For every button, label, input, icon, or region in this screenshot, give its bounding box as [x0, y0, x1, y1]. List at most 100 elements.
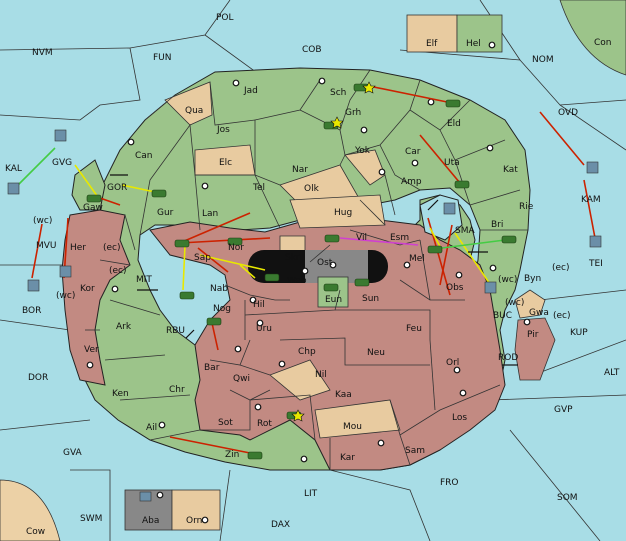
label-Jad: Jad [243, 86, 258, 96]
order-arrows [14, 84, 596, 454]
label-DAX: DAX [271, 520, 290, 530]
label-Pir: Pir [527, 330, 539, 340]
coast-Kor-ec: (ec) [109, 266, 127, 276]
label-Con: Con [594, 38, 612, 48]
label-Qwi: Qwi [233, 374, 250, 384]
label-Nog: Nog [213, 304, 231, 314]
label-Nil: Nil [315, 370, 327, 380]
label-SMA: SMA [455, 226, 475, 236]
region-Elf[interactable] [406, 14, 458, 53]
label-Hug: Hug [334, 208, 352, 218]
region-Gwa[interactable] [514, 289, 546, 319]
label-Feu: Feu [406, 324, 422, 334]
label-Chp: Chp [298, 347, 316, 357]
label-Ost: Ost [317, 258, 333, 268]
coast-Gwa-ec: (ec) [553, 311, 571, 321]
label-Kor: Kor [80, 284, 95, 294]
label-BUC: BUC [493, 311, 512, 321]
label-POL: POL [216, 13, 234, 23]
label-Ken: Ken [112, 389, 129, 399]
label-Cow: Cow [26, 527, 45, 537]
label-FUN: FUN [153, 53, 172, 63]
label-OVD: OVD [558, 108, 578, 118]
label-Elf: Elf [426, 39, 438, 49]
label-RBU: RBU [166, 326, 185, 336]
label-ROD: ROD [498, 353, 518, 363]
label-Kat: Kat [503, 165, 518, 175]
label-Hel: Hel [466, 39, 481, 49]
label-GVA: GVA [63, 448, 83, 458]
region-Orn[interactable] [171, 489, 221, 531]
label-Orl: Orl [446, 358, 459, 368]
fleet-units [7, 129, 602, 502]
label-Lan: Lan [202, 209, 218, 219]
label-BOR: BOR [22, 306, 41, 316]
label-Sot: Sot [218, 418, 233, 428]
label-Gwa: Gwa [529, 308, 549, 318]
label-Grh: Grh [345, 108, 361, 118]
region-Nil[interactable] [269, 359, 331, 401]
label-Sch: Sch [330, 88, 346, 98]
label-Nor: Nor [228, 243, 244, 253]
label-Esm: Esm [390, 233, 409, 243]
region-Qua[interactable] [164, 81, 213, 126]
label-NVM: NVM [32, 48, 53, 58]
label-COB: COB [302, 45, 322, 55]
coast-Her-ec: (ec) [103, 243, 121, 253]
label-DOR: DOR [28, 373, 48, 383]
label-Gur: Gur [157, 208, 174, 218]
label-KAM: KAM [581, 195, 601, 205]
label-Zin: Zin [225, 450, 239, 460]
label-Chr: Chr [169, 385, 185, 395]
label-Vil: Vil [356, 233, 367, 243]
label-NOM: NOM [532, 55, 554, 65]
label-Uta: Uta [444, 158, 460, 168]
label-Web: Web [287, 276, 307, 286]
label-Obs: Obs [446, 283, 464, 293]
label-Neu: Neu [367, 348, 385, 358]
inset-elf-hel [406, 14, 503, 53]
label-MVU: MVU [36, 241, 57, 251]
label-Ver: Ver [84, 345, 99, 355]
label-Sam: Sam [405, 446, 425, 456]
red-west [61, 209, 131, 386]
label-Olk: Olk [304, 184, 320, 194]
region-Mou[interactable] [314, 399, 401, 439]
label-TEI: TEI [588, 259, 603, 269]
label-Nar: Nar [292, 165, 308, 175]
label-Byn: Byn [524, 274, 541, 284]
label-Gaw: Gaw [83, 203, 103, 213]
label-Mel: Mel [409, 254, 425, 264]
adjacency-marks [110, 174, 518, 366]
label-SOM: SOM [557, 493, 578, 503]
coast-Byn-ec: (ec) [552, 263, 570, 273]
supply-centers [86, 41, 531, 524]
label-Eld: Eld [447, 119, 461, 129]
label-Nab: Nab [210, 284, 228, 294]
region-Eun[interactable] [317, 276, 349, 308]
label-Kar: Kar [340, 453, 355, 463]
label-Ail: Ail [146, 423, 157, 433]
label-Tel: Tel [252, 183, 265, 193]
coast-Byn-wc: (wc) [498, 275, 517, 285]
label-Hil: Hil [253, 300, 265, 310]
label-KAL: KAL [5, 164, 22, 174]
label-SWM: SWM [80, 514, 102, 524]
label-Eun: Eun [325, 295, 342, 305]
label-Yok: Yok [354, 146, 371, 156]
label-Skr: Skr [285, 253, 300, 263]
region-labels: POL NVM FUN COB NOM OVD KAL MVU BOR MIT … [5, 13, 620, 537]
label-ALT: ALT [604, 368, 620, 378]
label-Ark: Ark [116, 322, 132, 332]
coast-Her-wc: (wc) [33, 216, 52, 226]
label-Qua: Qua [185, 106, 203, 116]
region-Pir[interactable] [514, 317, 556, 381]
label-Amp: Amp [401, 177, 422, 187]
label-Bri: Bri [491, 220, 503, 230]
label-MIT: MIT [136, 275, 152, 285]
label-Sap: Sap [194, 253, 211, 263]
label-Her: Her [70, 243, 86, 253]
label-FRO: FRO [440, 478, 459, 488]
